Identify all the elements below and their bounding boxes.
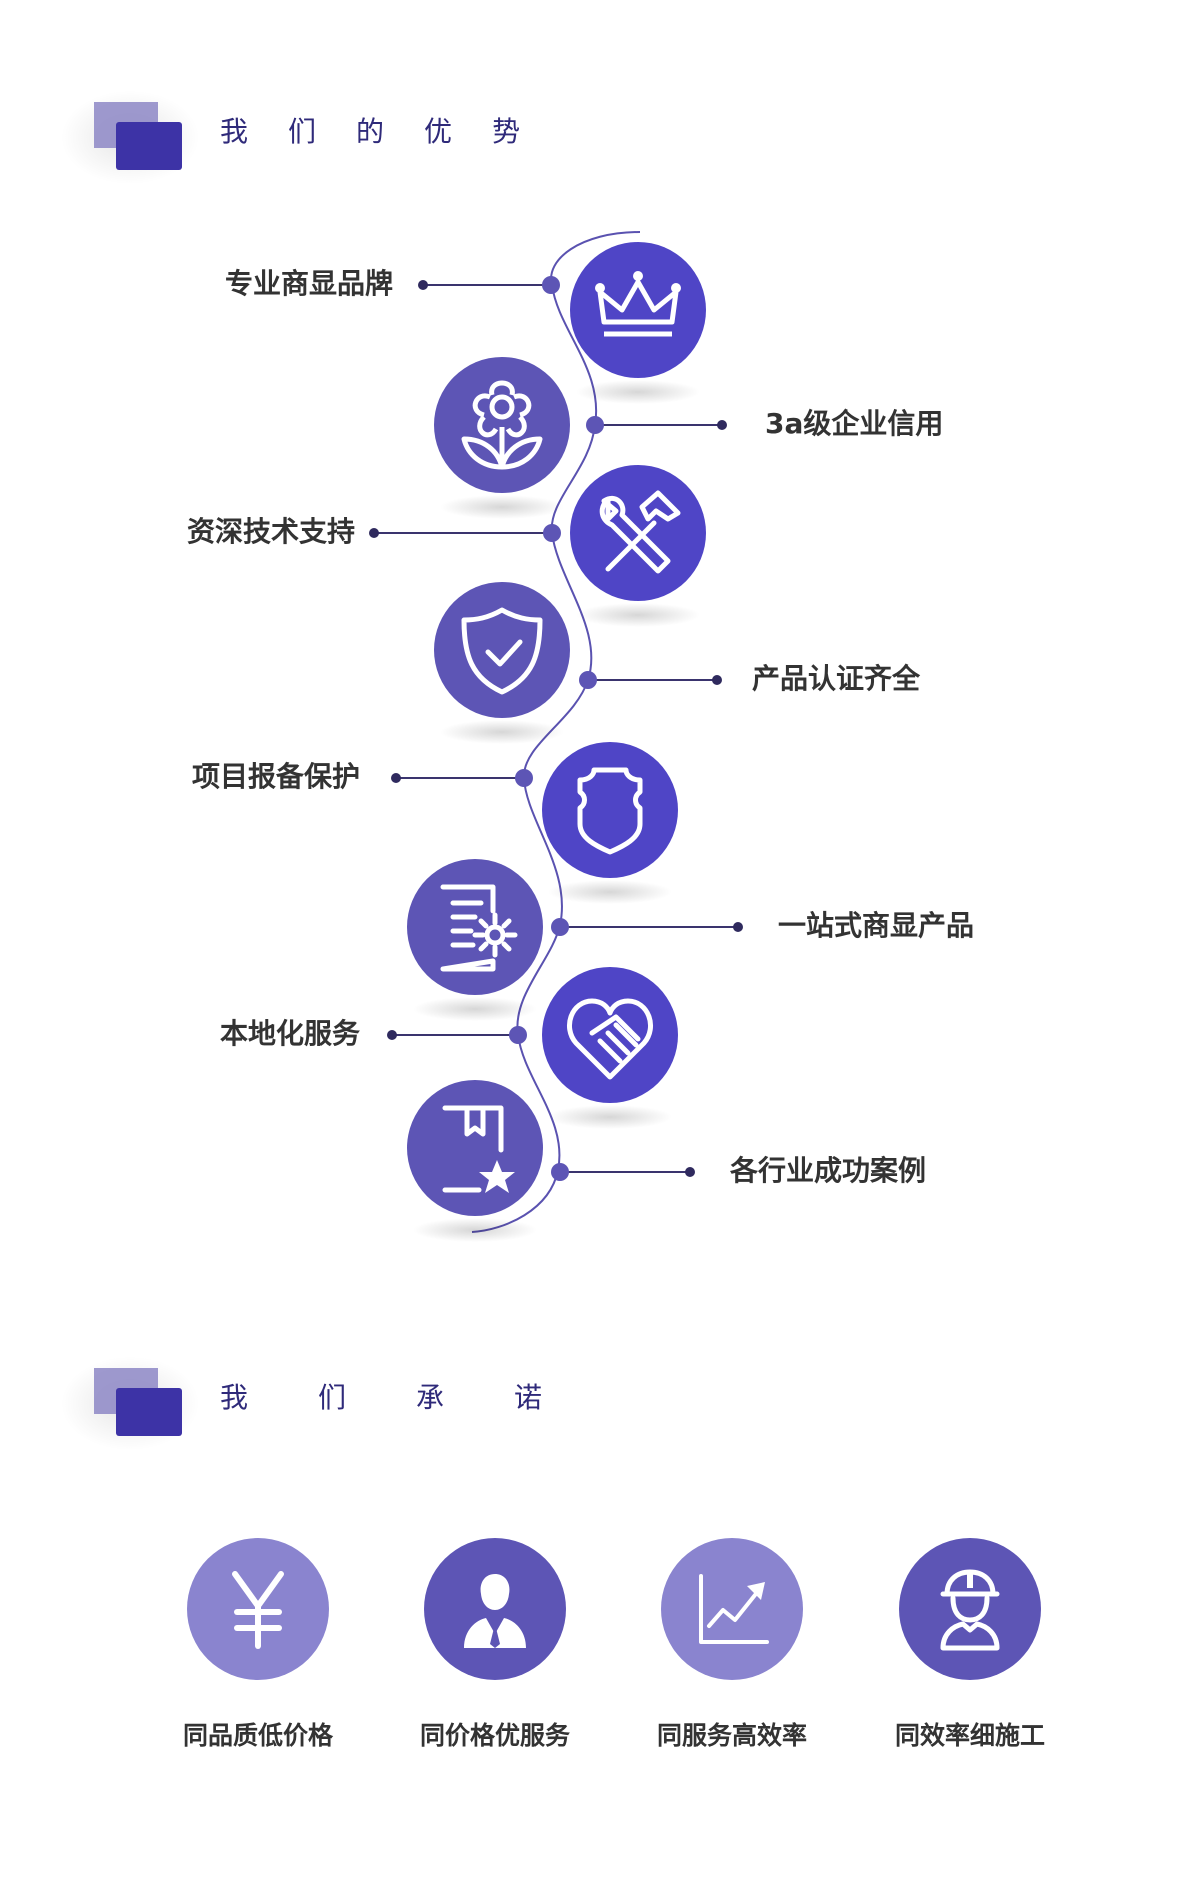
advantage-label: 产品认证齐全 — [752, 662, 921, 695]
advantage-label: 各行业成功案例 — [730, 1154, 927, 1187]
promise-circle — [661, 1538, 803, 1680]
promise-label: 同品质低价格 — [182, 1721, 333, 1750]
promises-title: 我们承诺 — [220, 1381, 543, 1414]
timeline-node-dot — [551, 918, 569, 936]
yuan-icon — [232, 1571, 284, 1649]
flower-icon — [461, 380, 543, 470]
timeline-node-dot — [515, 769, 533, 787]
timeline-node-dot — [551, 1163, 569, 1181]
advantage-circle — [434, 582, 570, 718]
bookmark-star-icon — [442, 1105, 515, 1193]
promise-circle — [899, 1538, 1041, 1680]
chart-up-icon — [699, 1574, 769, 1644]
header-decoration-2 — [40, 1346, 210, 1466]
promise-circle — [424, 1538, 566, 1680]
timeline-node-dot — [579, 671, 597, 689]
circle-shadow — [548, 1105, 672, 1129]
circle-shadow — [576, 603, 700, 627]
advantage-circle — [570, 242, 706, 378]
timeline-node-dot — [509, 1026, 527, 1044]
advantages-title: 我们的优势 — [220, 115, 521, 148]
advantage-circle — [542, 742, 678, 878]
circle-shadow — [576, 380, 700, 404]
shield-check-icon — [461, 607, 543, 695]
promises-header: 我们承诺 — [0, 1346, 1200, 1466]
promise-item-3: 同服务高效率 — [612, 1538, 852, 1752]
crown-icon — [595, 271, 681, 337]
circle-shadow — [413, 997, 537, 1021]
timeline-node-dot — [542, 276, 560, 294]
advantage-label: 项目报备保护 — [191, 760, 360, 793]
document-gear-icon — [440, 884, 518, 972]
person-icon — [464, 1574, 526, 1648]
connector-end-dot — [391, 773, 401, 783]
connector-end-dot — [418, 280, 428, 290]
advantage-label: 一站式商显产品 — [778, 909, 975, 942]
connector-end-dot — [387, 1030, 397, 1040]
header-decoration — [40, 80, 210, 200]
circle-shadow — [548, 880, 672, 904]
timeline-node-dot — [543, 524, 561, 542]
promise-item-4: 同效率细施工 — [850, 1538, 1090, 1752]
circle-shadow — [413, 1218, 537, 1242]
advantage-label: 3a级企业信用 — [765, 407, 944, 440]
advantages-header: 我们的优势 — [0, 80, 1200, 200]
connector-end-dot — [717, 420, 727, 430]
promise-label: 同价格优服务 — [419, 1721, 570, 1750]
circle-shadow — [440, 495, 564, 519]
advantage-label: 资深技术支持 — [186, 515, 355, 548]
advantage-label: 本地化服务 — [219, 1017, 360, 1050]
promise-item-2: 同价格优服务 — [375, 1538, 615, 1752]
promise-item-1: 同品质低价格 — [138, 1538, 378, 1752]
tools-icon — [599, 490, 681, 574]
advantage-label: 专业商显品牌 — [224, 267, 393, 300]
promise-circle — [187, 1538, 329, 1680]
connector-end-dot — [685, 1167, 695, 1177]
advantage-circle — [407, 1080, 543, 1216]
connector-end-dot — [733, 922, 743, 932]
shield-icon — [577, 767, 643, 855]
advantage-circle — [407, 859, 543, 995]
promise-label: 同效率细施工 — [894, 1721, 1045, 1750]
timeline-node-dot — [586, 416, 604, 434]
connector-end-dot — [369, 528, 379, 538]
handshake-heart-icon — [566, 998, 654, 1080]
connector-end-dot — [712, 675, 722, 685]
advantage-circle — [434, 357, 570, 493]
promise-label: 同服务高效率 — [656, 1721, 807, 1750]
worker-icon — [940, 1569, 1000, 1651]
circle-shadow — [440, 720, 564, 744]
